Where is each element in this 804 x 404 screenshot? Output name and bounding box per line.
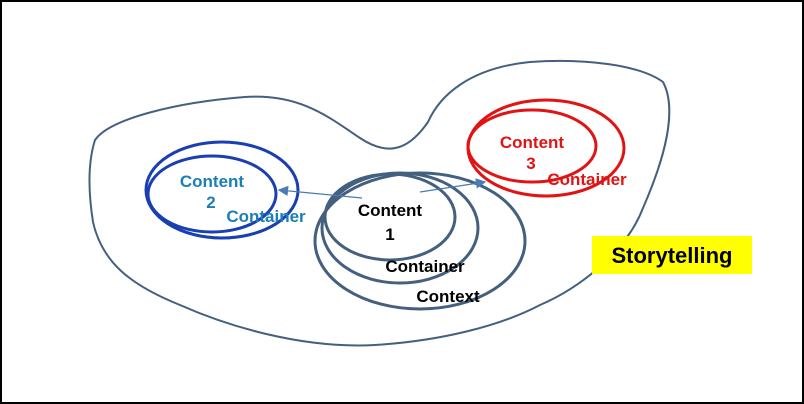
storytelling-badge	[592, 236, 752, 274]
context-label: Context	[416, 287, 480, 306]
content3-title: Content	[500, 133, 565, 152]
content3-number: 3	[526, 154, 535, 173]
content2-container-label: Container	[226, 207, 306, 226]
content2-inner-ring	[146, 154, 278, 234]
storytelling-label: Storytelling	[611, 243, 732, 268]
content2-outer-ring	[144, 140, 300, 240]
arrow-to-content3	[419, 178, 487, 193]
content1-number: 1	[385, 225, 394, 244]
content3-container-label: Container	[547, 170, 627, 189]
content1-container-label: Container	[385, 257, 465, 276]
content2-title: Content	[180, 172, 245, 191]
content3-inner-ring	[466, 108, 598, 184]
content1-title: Content	[358, 201, 423, 220]
content1-ring	[323, 172, 457, 262]
storytelling-boundary	[88, 59, 671, 347]
content2-number: 2	[206, 193, 215, 212]
arrow-to-content2	[277, 185, 363, 199]
context-ring	[313, 171, 527, 311]
